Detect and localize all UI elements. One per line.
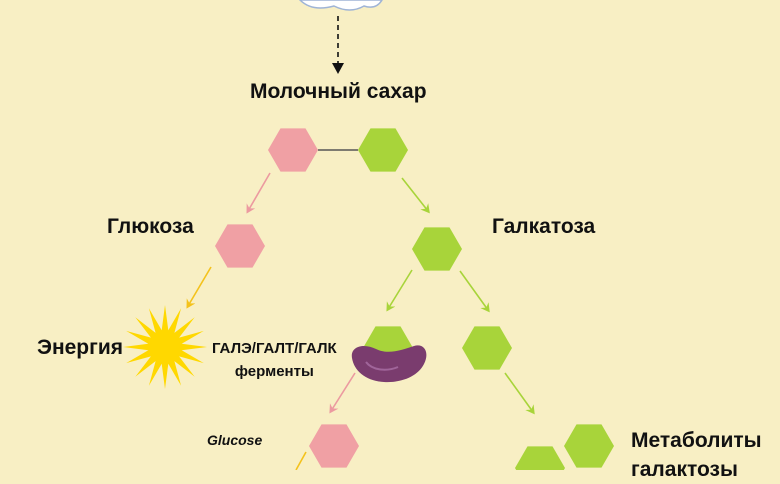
galactose-label: Галкатоза (492, 215, 596, 238)
enzyme-highlight (365, 361, 399, 371)
cloud-icon (298, 0, 383, 11)
glucose-hexagon (215, 224, 265, 268)
enzymes-label-line2: ферменты (234, 363, 314, 380)
lactose-glucose-hexagon (268, 128, 318, 172)
arrow-galactose-to-direct (459, 270, 490, 313)
arrow-enzyme-to-glucose (329, 372, 356, 414)
energy-label: Энергия (37, 336, 124, 359)
metabolite-hexagon-2 (515, 446, 565, 470)
arrow-direct-to-metabolites (504, 372, 535, 415)
arrow-glucose-product-to-energy (295, 451, 307, 470)
glucose-en-label: Glucose (207, 432, 263, 448)
glucose-product-hexagon (309, 424, 359, 468)
arrow-lactose-to-galactose (401, 177, 430, 214)
glucose-label: Глюкоза (107, 215, 194, 238)
arrow-lactose-to-glucose (246, 172, 271, 214)
milk-sugar-label: Молочный сахар (250, 80, 427, 103)
enzymes-label: ГАЛЭ/ГАЛТ/ГАЛК ферменты (212, 337, 337, 383)
arrow-galactose-to-enzyme (386, 269, 413, 312)
galactose-direct-hexagon (462, 326, 512, 370)
lactose-galactose-hexagon (358, 128, 408, 172)
enzymes-label-line1: ГАЛЭ/ГАЛТ/ГАЛК (212, 340, 337, 357)
metabolite-hexagon-1 (564, 424, 614, 468)
metabolites-label-line1: Метаболиты (631, 429, 762, 452)
metabolites-label: Метаболиты галактозы (631, 426, 762, 484)
arrow-glucose-to-energy (186, 266, 212, 309)
enzyme-blob-icon (351, 345, 427, 383)
lactose-metabolism-diagram (123, 0, 614, 470)
sun-icon (123, 305, 207, 389)
galactose-hexagon (412, 227, 462, 271)
